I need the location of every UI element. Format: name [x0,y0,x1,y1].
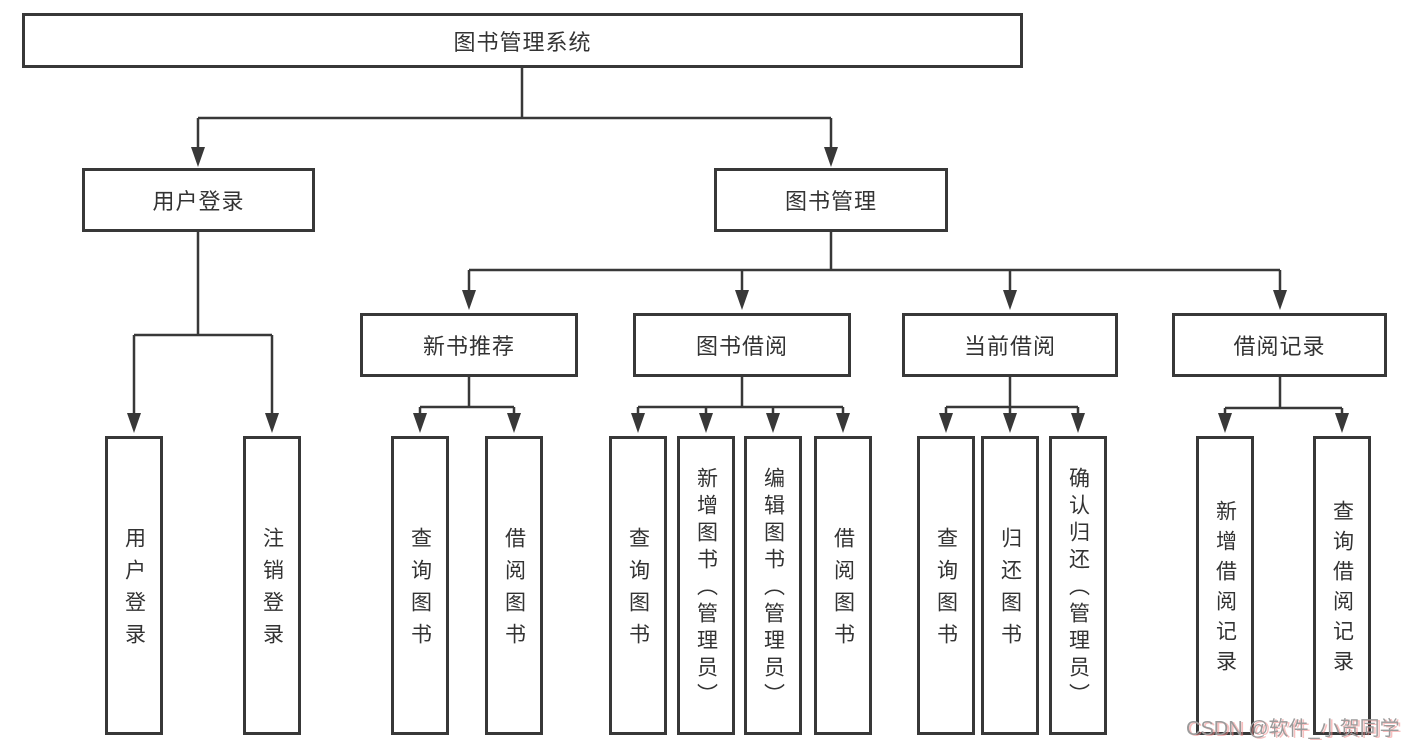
node-label: 查询图书 [408,527,432,655]
node-label: 借阅记录 [1233,334,1326,359]
leaf-search-books-current: 查询图书 [917,436,975,735]
leaf-borrow-books: 借阅图书 [814,436,872,735]
node-label: 借阅图书 [831,527,855,655]
leaf-search-borrow-record: 查询借阅记录 [1313,436,1371,735]
node-new-book-recommendation: 新书推荐 [360,313,578,377]
node-label: 图书管理系统 [453,29,592,55]
node-label: 查询借阅记录 [1330,500,1354,680]
leaf-add-borrow-record: 新增借阅记录 [1196,436,1254,735]
csdn-watermark: CSDN @软件_小贺同学 [1186,718,1400,740]
leaf-edit-books-admin: 编辑图书（管理员） [744,436,802,735]
node-label: 借阅图书 [502,527,526,655]
node-label: 用户登录 [152,189,245,214]
node-label: 新书推荐 [422,334,515,359]
node-user-login: 用户登录 [82,168,315,232]
leaf-user-login: 用户登录 [105,436,163,735]
node-label: 当前借阅 [963,334,1056,359]
node-label: 查询图书 [934,527,958,655]
leaf-borrow-books-recommend: 借阅图书 [485,436,543,735]
leaf-confirm-return-admin: 确认归还（管理员） [1049,436,1107,735]
leaf-return-books: 归还图书 [981,436,1039,735]
leaf-search-books-borrowing: 查询图书 [609,436,667,735]
node-current-borrowing: 当前借阅 [902,313,1118,377]
leaf-add-books-admin: 新增图书（管理员） [677,436,735,735]
node-label: 编辑图书（管理员） [761,467,785,710]
node-label: 用户登录 [122,527,146,655]
node-label: 确认归还（管理员） [1066,467,1090,710]
arrowheads [127,147,1349,433]
leaf-logout: 注销登录 [243,436,301,735]
node-label: 归还图书 [998,527,1022,655]
node-book-borrowing: 图书借阅 [633,313,851,377]
node-label: 图书管理 [784,189,877,214]
node-label: 图书借阅 [695,334,788,359]
node-label: 注销登录 [260,527,284,655]
node-label: 新增图书（管理员） [694,467,718,710]
node-library-system: 图书管理系统 [22,13,1023,68]
node-label: 新增借阅记录 [1213,500,1237,680]
node-label: 查询图书 [626,527,650,655]
node-book-management: 图书管理 [714,168,948,232]
leaf-search-books-recommend: 查询图书 [391,436,449,735]
node-borrowing-records: 借阅记录 [1172,313,1387,377]
